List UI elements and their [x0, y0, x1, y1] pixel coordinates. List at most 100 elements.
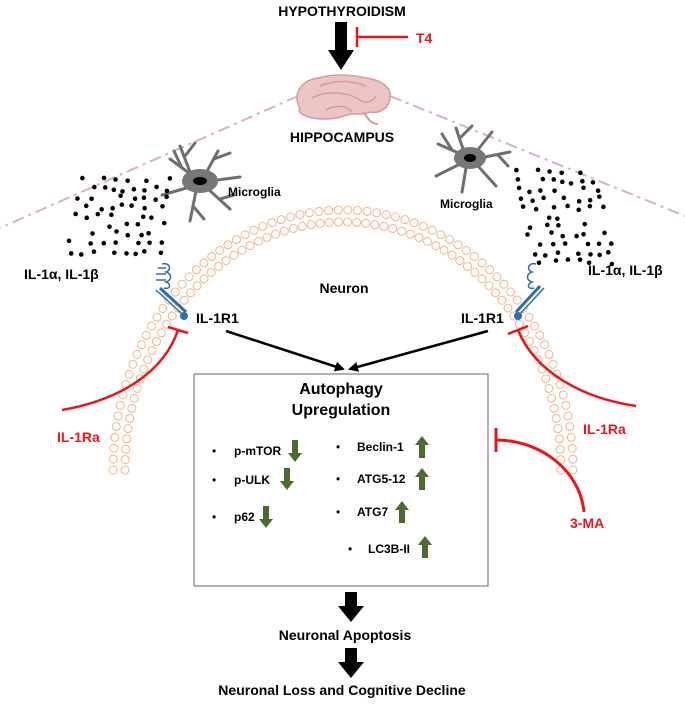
- membrane-bead: [512, 295, 522, 305]
- membrane-bead: [314, 206, 324, 216]
- cytokine-dot: [92, 184, 97, 190]
- membrane-bead: [206, 267, 216, 277]
- membrane-bead: [179, 295, 189, 305]
- membrane-bead: [297, 221, 307, 231]
- membrane-bead: [214, 261, 224, 271]
- membrane-bead: [124, 369, 134, 379]
- membrane-bead: [111, 422, 121, 432]
- down-arrow-icon-3: [259, 506, 273, 528]
- membrane-bead: [445, 235, 455, 245]
- cytokine-dot: [101, 175, 107, 181]
- membrane-bead: [530, 321, 540, 331]
- cytokine-dot: [118, 193, 123, 199]
- cytokine-dot: [525, 232, 530, 237]
- membrane-bead: [388, 224, 398, 234]
- membrane-bead: [333, 205, 343, 215]
- membrane-bead: [405, 229, 415, 239]
- marker-up-4-label: LC3B-II: [368, 542, 410, 556]
- membrane-bead: [129, 393, 139, 403]
- cytokine-dot: [107, 224, 112, 230]
- membrane-bead: [132, 383, 142, 393]
- membrane-bead: [497, 295, 507, 305]
- svg-text:•: •: [212, 510, 216, 524]
- membrane-bead: [135, 374, 145, 384]
- svg-text:•: •: [336, 505, 340, 519]
- cytokine-dot: [562, 241, 568, 246]
- receptor-left-icon: [155, 262, 188, 320]
- neuron-label: Neuron: [320, 280, 369, 296]
- membrane-bead: [565, 422, 575, 432]
- membrane-bead: [139, 364, 149, 374]
- membrane-bead: [362, 206, 372, 216]
- membrane-bead: [381, 210, 391, 220]
- cytokine-dot: [561, 195, 567, 201]
- membrane-bead: [455, 256, 465, 266]
- cytokine-dot: [533, 206, 539, 212]
- membrane-bead: [551, 413, 561, 423]
- cytokine-dot: [559, 170, 564, 176]
- membrane-bead: [199, 258, 209, 268]
- cytokine-dot: [68, 251, 74, 256]
- cytokine-dot: [120, 189, 125, 194]
- membrane-bead: [503, 303, 513, 313]
- marker-up-2-label: ATG5-12: [357, 472, 406, 486]
- membrane-bead: [262, 233, 272, 243]
- membrane-bead: [520, 328, 530, 338]
- microglia-left-label: Microglia: [228, 185, 281, 199]
- membrane-bead: [152, 337, 162, 347]
- membrane-bead: [276, 215, 286, 225]
- cytokine-dot: [99, 207, 104, 212]
- cytokine-dot: [552, 188, 557, 194]
- membrane-bead: [132, 349, 142, 359]
- membrane-bead: [499, 279, 509, 289]
- cytokine-dot: [90, 231, 95, 236]
- svg-text:•: •: [336, 440, 340, 454]
- membrane-bead: [524, 337, 534, 347]
- cytokine-dot: [551, 204, 557, 210]
- decline-down-arrow-icon: [338, 648, 364, 678]
- hypothyroidism-down-arrow-icon: [328, 22, 354, 70]
- membrane-bead: [469, 252, 479, 262]
- t4-label: T4: [416, 30, 433, 46]
- cytokine-dot: [574, 233, 579, 239]
- marker-down-2: • p-ULK: [212, 473, 270, 487]
- cytokine-dot: [549, 230, 554, 235]
- cytokine-dot: [609, 261, 615, 267]
- cytokine-dot: [101, 240, 107, 246]
- membrane-bead: [370, 220, 380, 230]
- membrane-bead: [229, 250, 239, 260]
- cytokine-dot: [578, 170, 583, 176]
- membrane-bead: [462, 261, 472, 271]
- down-arrow-icon-2: [280, 468, 294, 490]
- cytokine-dot: [542, 253, 548, 258]
- cytokine-dot: [146, 230, 151, 236]
- cytokine-dot: [586, 260, 592, 266]
- hypothyroidism-label: HYPOTHYROIDISM: [278, 3, 406, 19]
- cytokine-dot: [125, 178, 130, 184]
- cytokine-dot: [595, 188, 601, 194]
- cytokine-dot: [159, 240, 165, 245]
- cytokine-dot: [532, 252, 538, 257]
- membrane-bead: [127, 403, 137, 413]
- cytokine-dot: [109, 212, 114, 218]
- cytokine-dot: [518, 196, 524, 201]
- cytokine-dot: [580, 178, 585, 184]
- cytokine-dot: [582, 221, 588, 227]
- membrane-bead: [110, 432, 120, 442]
- membrane-bead: [108, 454, 118, 464]
- cytokine-dots-right: [514, 167, 615, 267]
- cytokine-dot: [112, 250, 117, 256]
- membrane-bead: [215, 245, 225, 255]
- cytokine-dot: [590, 180, 596, 185]
- up-arrow-icon-1: [415, 436, 429, 458]
- cytokine-dot: [541, 195, 546, 201]
- membrane-bead: [109, 443, 119, 453]
- cytokine-dot: [516, 185, 522, 191]
- cytokine-dot: [585, 241, 591, 247]
- membrane-bead: [122, 434, 132, 444]
- cytokine-dot: [597, 252, 602, 258]
- marker-down-1-label: p-mTOR: [234, 444, 281, 458]
- membrane-bead: [485, 265, 495, 275]
- cytokine-dot: [609, 241, 614, 246]
